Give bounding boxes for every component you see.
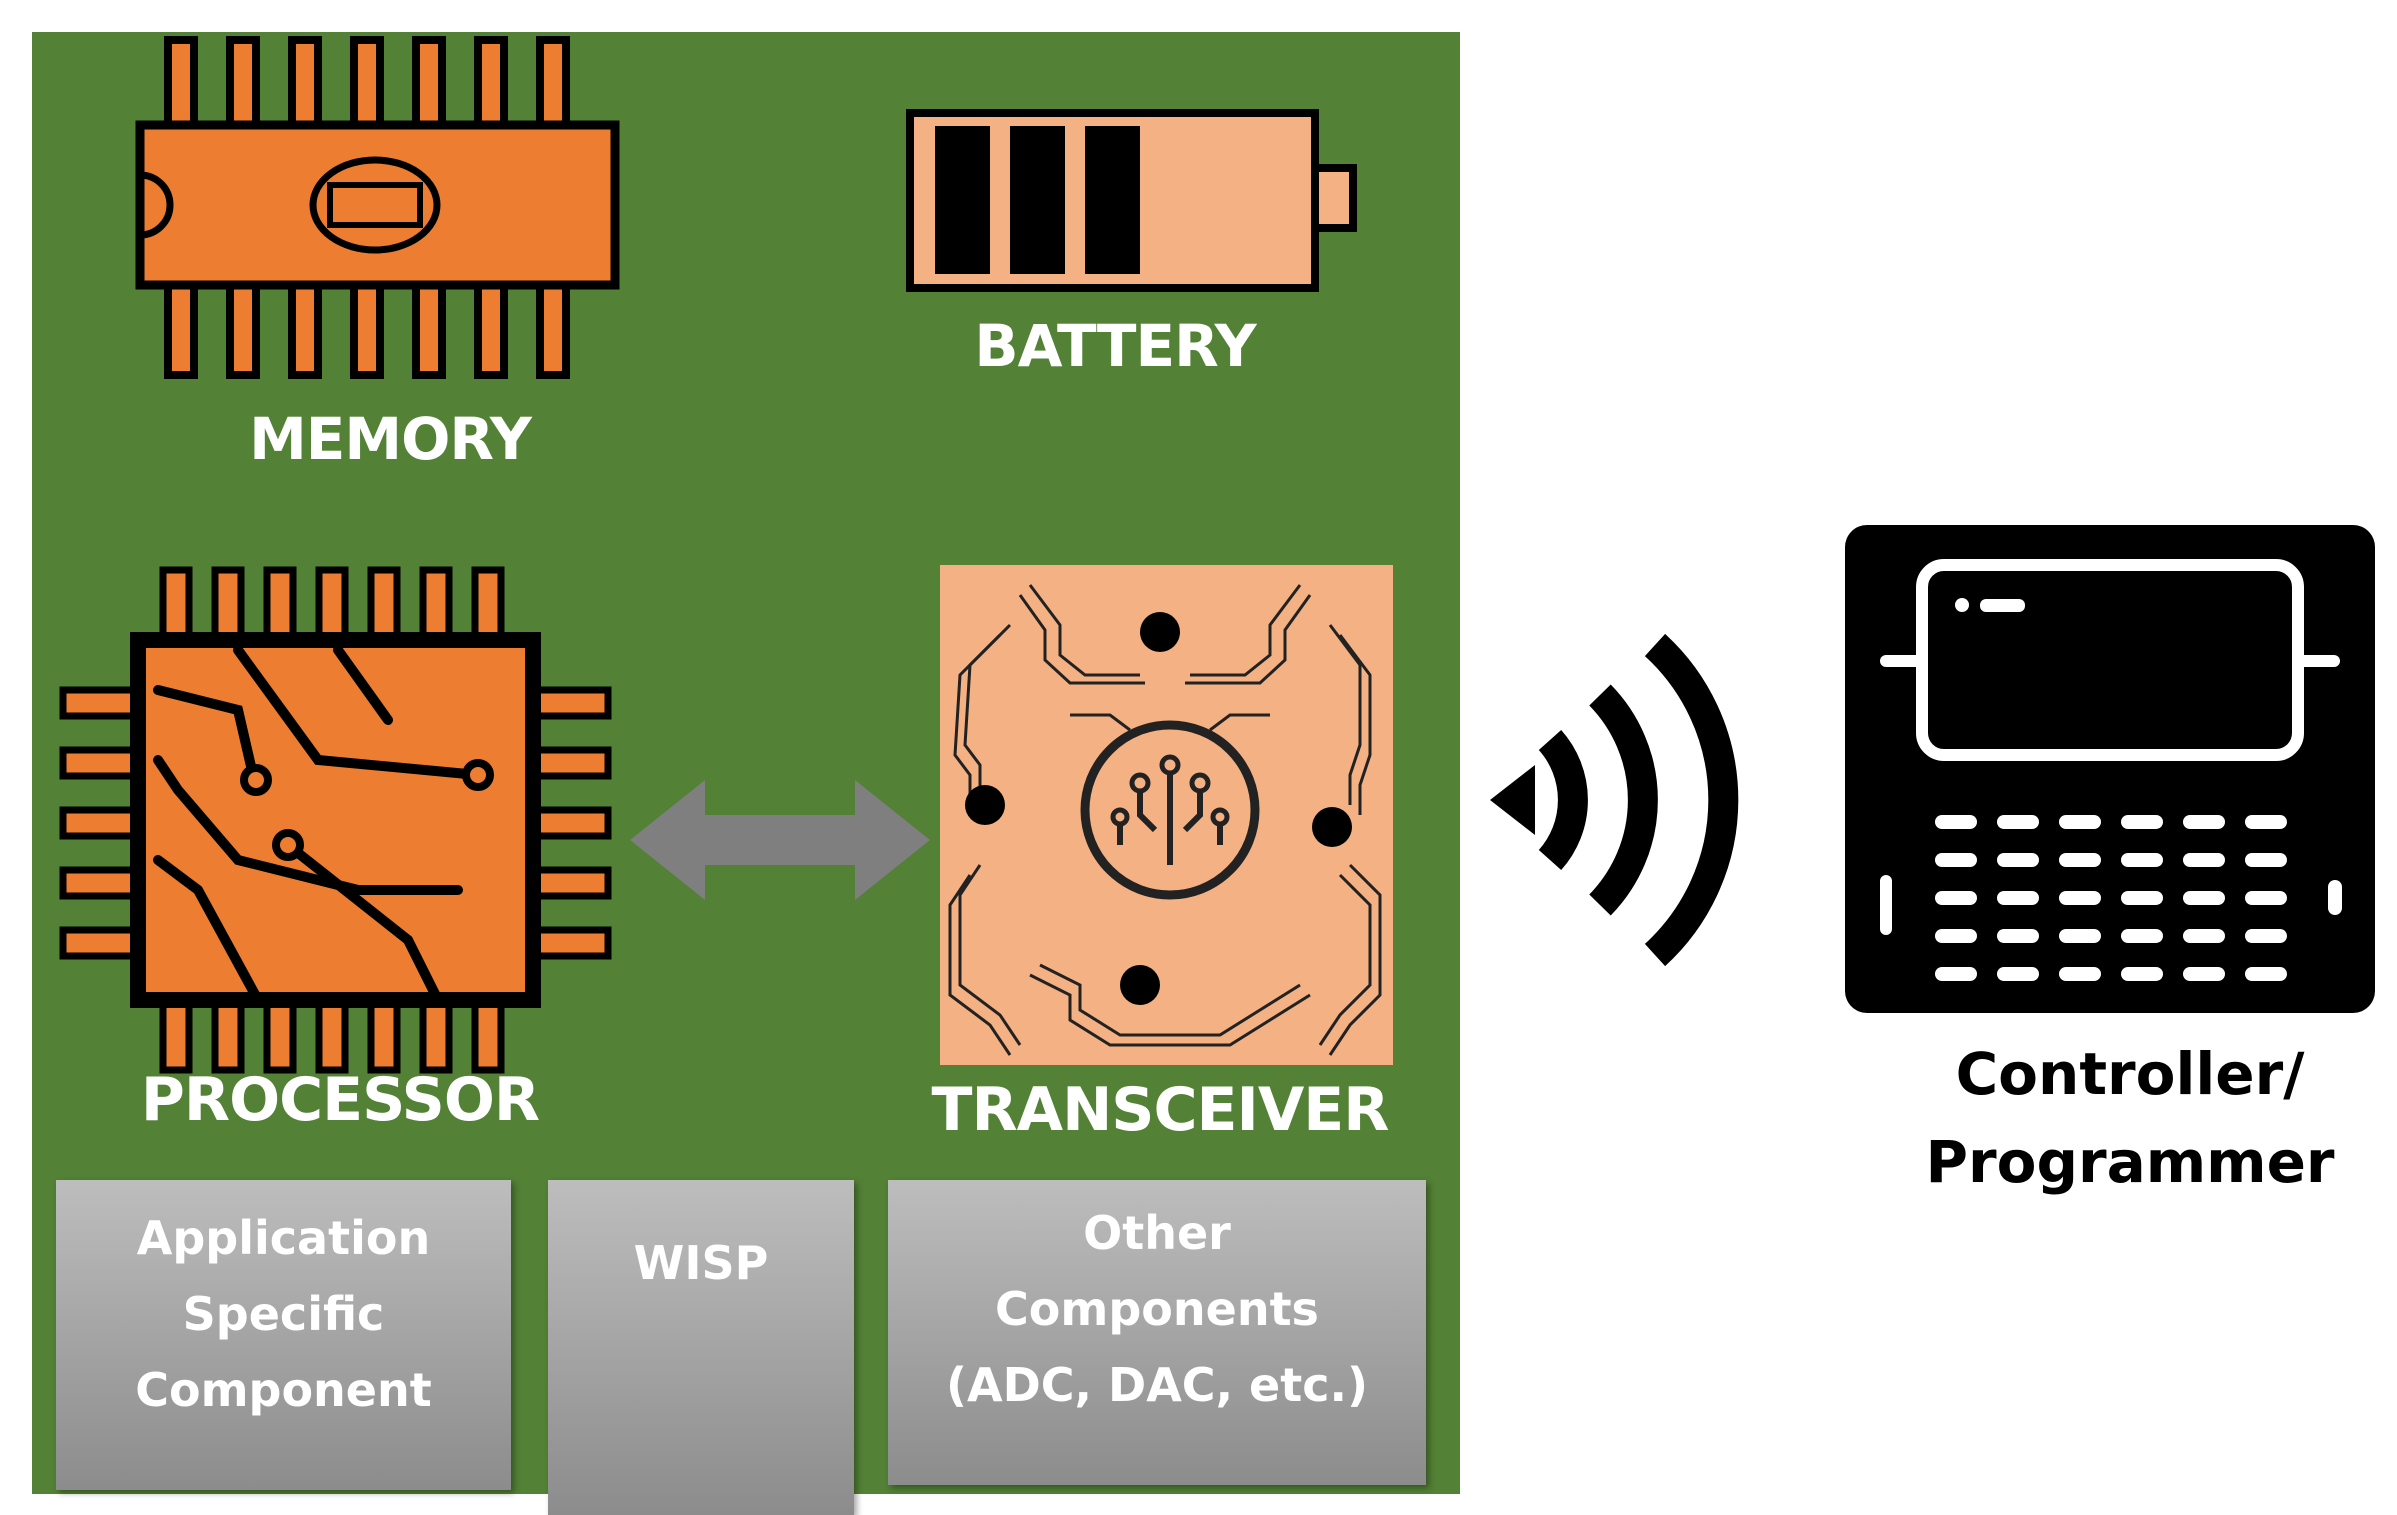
specific-line: Specific (182, 1287, 385, 1341)
wisp-label: WISP (633, 1236, 769, 1290)
component-line: Component (135, 1363, 432, 1417)
controller-programmer-label: Controller/ Programmer (1840, 1030, 2397, 1206)
components-line: Components (995, 1282, 1319, 1336)
wisp-box: WISP (548, 1180, 854, 1515)
processor-icon (59, 566, 612, 1074)
transceiver-label: TRANSCEIVER (931, 1075, 1390, 1145)
wireless-signal-icon (1490, 633, 1739, 967)
programmer-line: Programmer (1925, 1128, 2335, 1196)
handheld-device-icon (1845, 525, 2375, 1013)
other-components-box: Other Components (ADC, DAC, etc.) (888, 1180, 1426, 1485)
transceiver-icon (940, 565, 1393, 1065)
controller-line: Controller/ (1955, 1040, 2305, 1108)
processor-label: PROCESSOR (140, 1065, 540, 1135)
adc-dac-line: (ADC, DAC, etc.) (945, 1358, 1369, 1412)
battery-label: BATTERY (974, 312, 1256, 380)
application-line: Application (136, 1211, 431, 1265)
battery-icon (906, 109, 1357, 292)
memory-label: MEMORY (249, 405, 532, 473)
application-specific-component-box: Application Specific Component (56, 1180, 511, 1490)
double-arrow-icon (630, 780, 930, 900)
other-line: Other (1083, 1206, 1231, 1260)
memory-chip-icon (135, 36, 620, 379)
